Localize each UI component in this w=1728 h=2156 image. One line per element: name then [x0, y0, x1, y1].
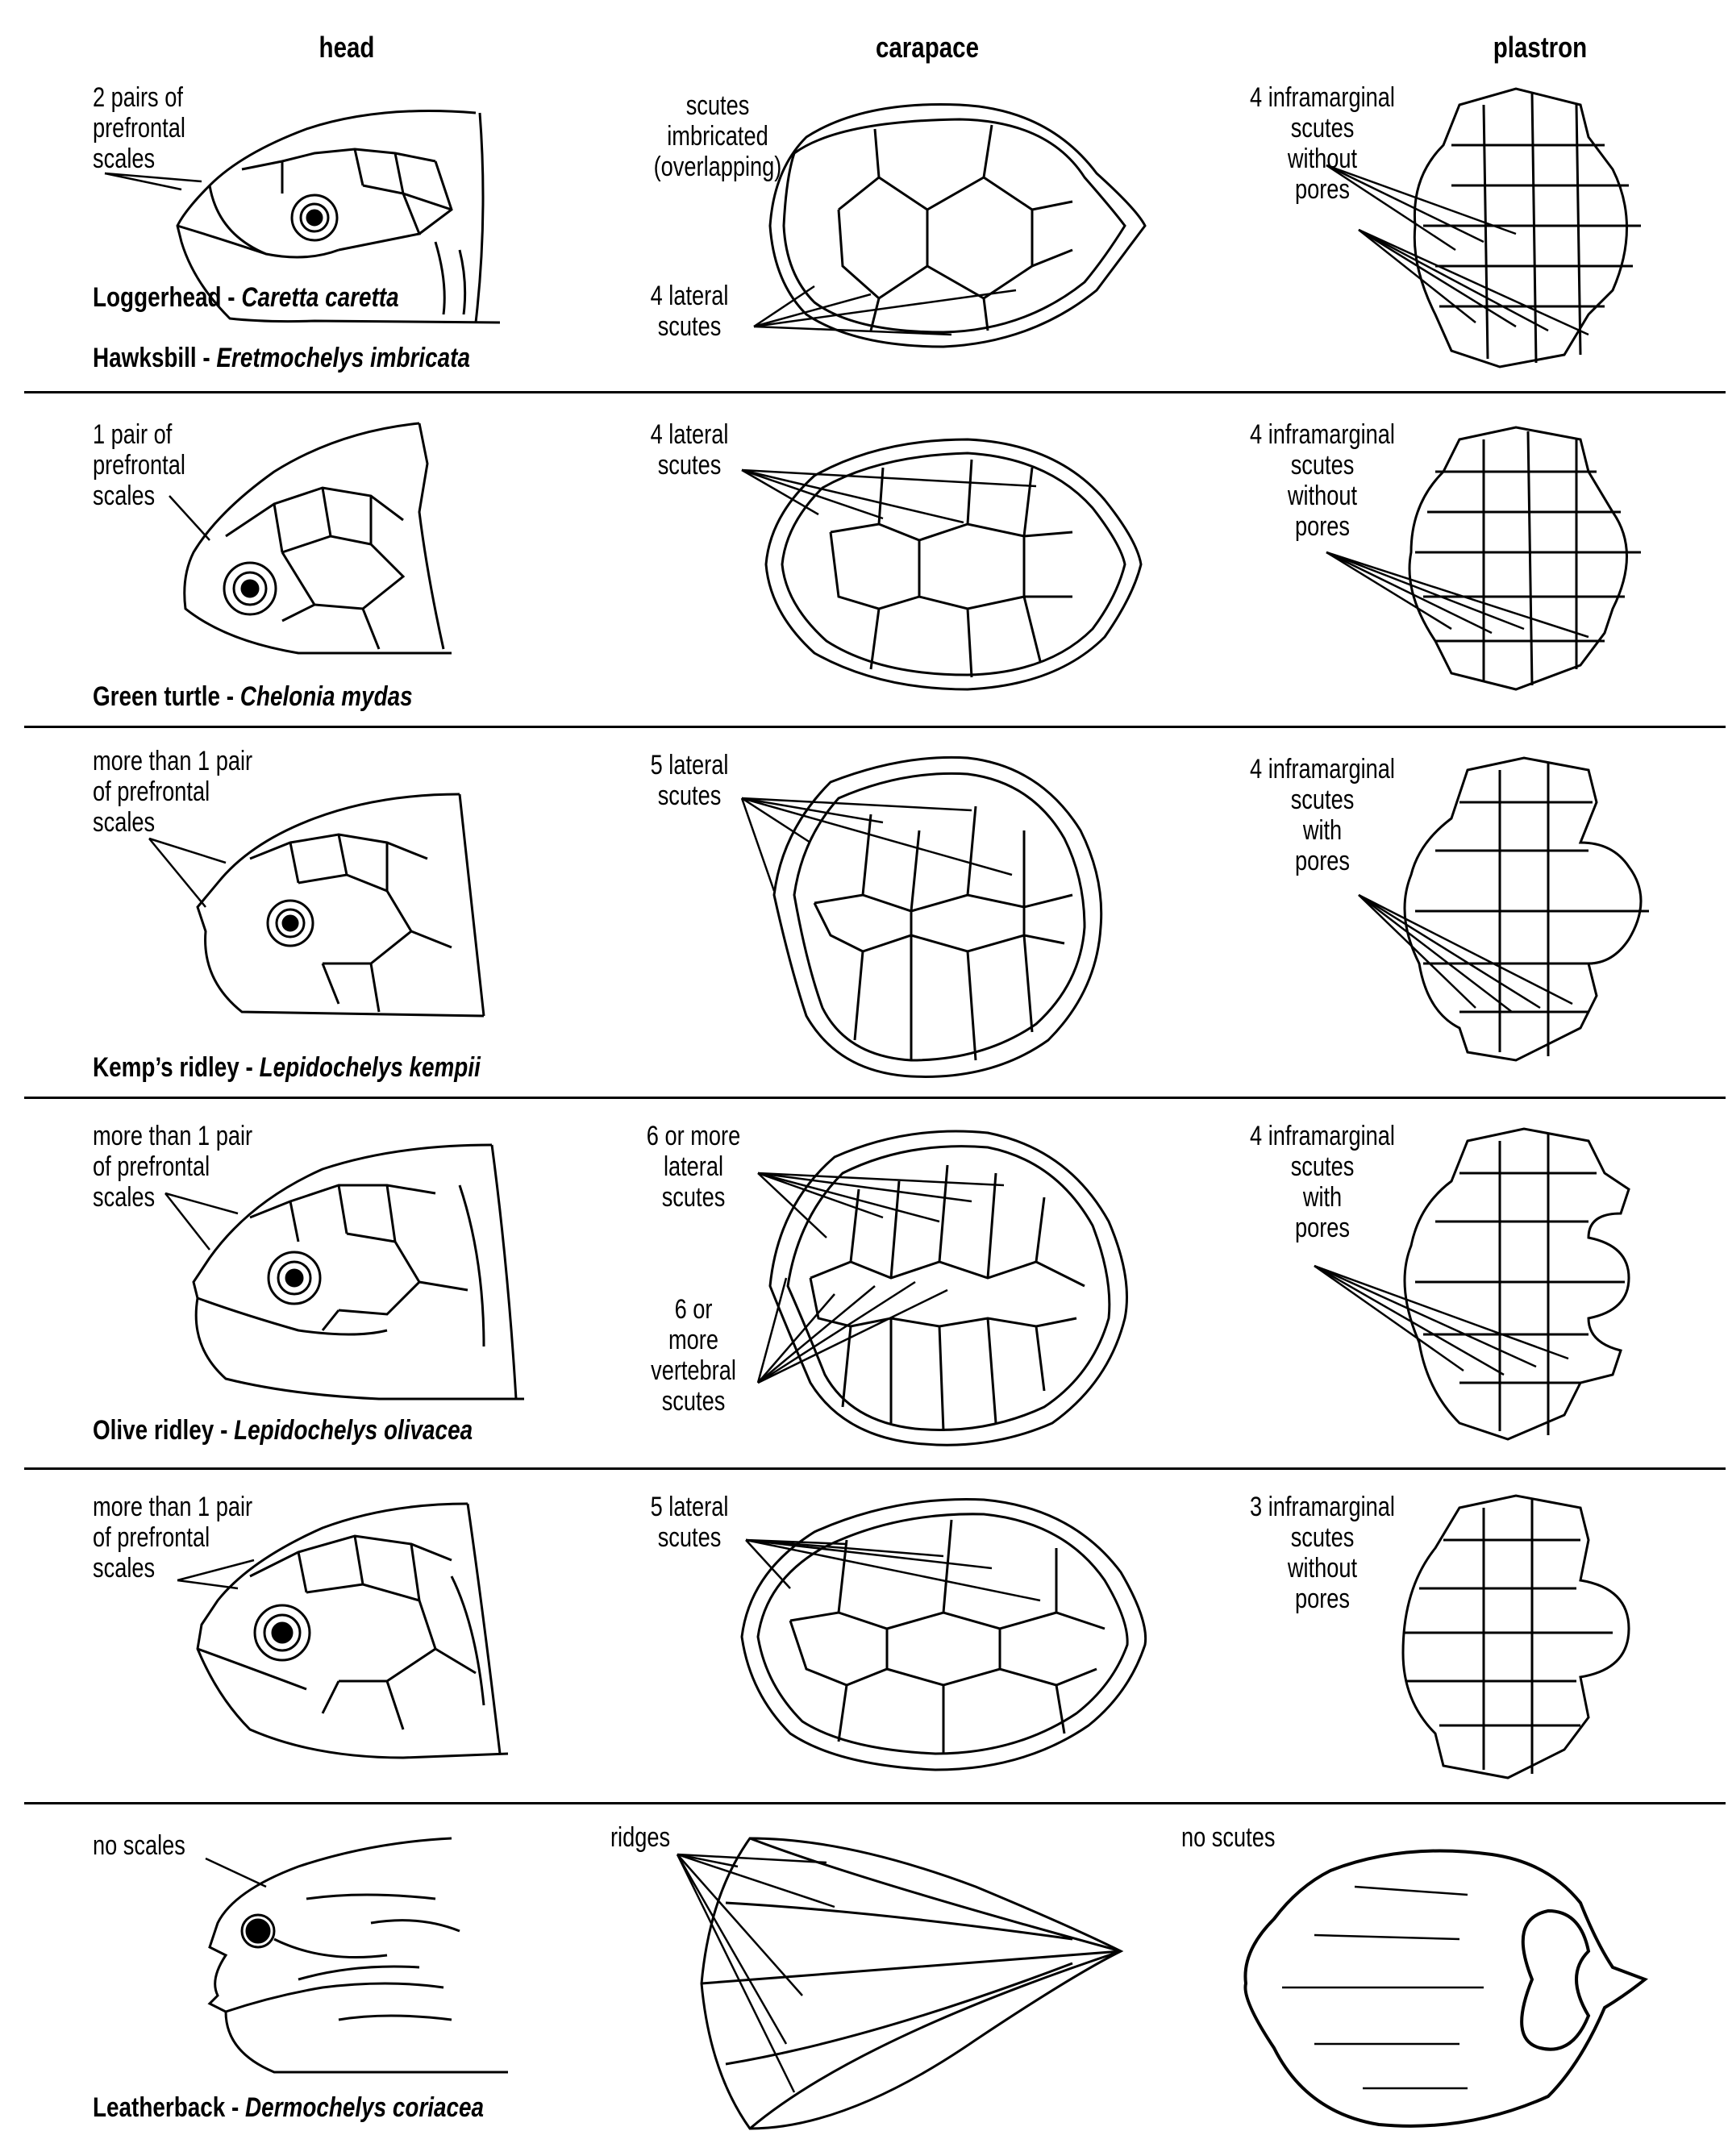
prefrontal-pointer-lines — [161, 1189, 250, 1262]
scientific-name: Lepidochelys kempii — [259, 1052, 481, 1083]
common-name: Hawksbill — [93, 343, 197, 373]
scientific-name: Eretmochelys imbricata — [216, 343, 470, 373]
inframarginal-pointer-lines — [1310, 1262, 1576, 1383]
leatherback-plastron-drawing — [1226, 1838, 1645, 2137]
scientific-name: Dermochelys coriacea — [245, 2092, 485, 2123]
lateral-pointer-lines — [750, 282, 1040, 347]
common-name: Green turtle — [93, 681, 221, 712]
hawksbill-plastron-drawing — [1403, 81, 1653, 371]
kemps-ridley-head-drawing — [194, 786, 500, 1028]
common-name: Loggerhead — [93, 282, 222, 313]
plastron-annotation: 4 inframarginal scutes with pores — [1250, 1121, 1395, 1243]
green-turtle-plastron-drawing — [1387, 423, 1653, 697]
column-header-plastron: plastron — [1493, 31, 1588, 64]
scientific-name: Lepidochelys olivacea — [234, 1415, 473, 1446]
carapace-annotation-vertebral: 6 or more vertebral scutes — [651, 1294, 736, 1417]
species-name: Loggerhead - Caretta caretta — [93, 282, 399, 313]
row-divider — [24, 726, 1726, 728]
species-row-green-turtle: 1 pair of prefrontal scales 4 lateral sc… — [0, 395, 1728, 726]
prefrontal-pointer-lines — [145, 835, 242, 923]
plastron-annotation: no scutes — [1181, 1822, 1276, 1853]
species-name: Kemp’s ridley - Lepidochelys kempii — [93, 1052, 481, 1083]
head-annotation: more than 1 pair of prefrontal scales — [93, 746, 253, 838]
olive-ridley-head-drawing — [177, 1137, 532, 1403]
hawksbill-head-drawing — [169, 97, 508, 331]
no-scales-pointer-line — [202, 1854, 274, 1895]
column-header-head: head — [319, 31, 375, 64]
head-annotation: no scales — [93, 1830, 185, 1861]
kemps-ridley-carapace-drawing — [758, 750, 1105, 1080]
carapace-annotation-imbricated: scutes imbricated (overlapping) — [653, 90, 782, 182]
species-row-leatherback: no scales ridges no scutes — [0, 1806, 1728, 2153]
olive-ridley-plastron-drawing — [1387, 1125, 1661, 1447]
head-annotation: 1 pair of prefrontal scales — [93, 419, 185, 511]
ridges-pointer-lines — [673, 1850, 947, 2100]
carapace-annotation-lateral: 6 or more lateral scutes — [646, 1121, 741, 1213]
head-annotation: more than 1 pair of prefrontal scales — [93, 1492, 253, 1584]
common-name: Kemp’s ridley — [93, 1052, 239, 1083]
scientific-name: Chelonia mydas — [239, 681, 413, 712]
prefrontal-pointer-lines — [173, 1556, 262, 1596]
plastron-annotation: 3 inframarginal scutes without pores — [1250, 1492, 1395, 1614]
species-row-kemps-ridley: more than 1 pair of prefrontal scales 5 … — [0, 730, 1728, 1097]
inframarginal-pointer-lines — [1355, 891, 1580, 1020]
plastron-annotation: 4 inframarginal scutes without pores — [1250, 82, 1395, 205]
loggerhead-plastron-drawing — [1371, 1492, 1645, 1790]
common-name: Olive ridley — [93, 1415, 214, 1446]
loggerhead-carapace-drawing — [726, 1492, 1153, 1774]
kemps-ridley-plastron-drawing — [1387, 754, 1661, 1076]
row-divider — [24, 1097, 1726, 1099]
species-row-hawksbill: 2 pairs of prefrontal scales scutes imbr… — [0, 0, 1728, 391]
loggerhead-head-drawing — [194, 1496, 516, 1762]
plastron-annotation: 4 inframarginal scutes with pores — [1250, 754, 1395, 876]
head-annotation: more than 1 pair of prefrontal scales — [93, 1121, 253, 1213]
species-name: Green turtle - Chelonia mydas — [93, 681, 413, 712]
green-turtle-carapace-drawing — [750, 435, 1145, 693]
carapace-annotation-lateral: 4 lateral scutes — [650, 281, 729, 342]
carapace-annotation-ridges: ridges — [610, 1822, 671, 1853]
carapace-annotation-lateral: 5 lateral scutes — [650, 750, 729, 811]
head-annotation: 2 pairs of prefrontal scales — [93, 82, 185, 174]
row-divider — [24, 1467, 1726, 1470]
carapace-annotation-lateral: 4 lateral scutes — [650, 419, 729, 481]
inframarginal-pointer-lines — [1355, 226, 1597, 347]
inframarginal-pointer-lines — [1322, 548, 1605, 645]
row-divider — [24, 1802, 1726, 1804]
olive-ridley-carapace-drawing — [754, 1125, 1133, 1447]
leatherback-head-drawing — [177, 1834, 516, 2076]
vertebral-pointer-lines — [754, 1270, 964, 1391]
scientific-name: Caretta caretta — [241, 282, 399, 313]
prefrontal-pointer-lines — [165, 492, 246, 556]
species-name: Olive ridley - Lepidochelys olivacea — [93, 1415, 473, 1446]
lateral-pointer-lines — [738, 466, 1060, 555]
carapace-annotation-lateral: 5 lateral scutes — [650, 1492, 729, 1553]
row-divider — [24, 391, 1726, 393]
species-name: Leatherback - Dermochelys coriacea — [93, 2092, 485, 2123]
species-row-loggerhead: more than 1 pair of prefrontal scales 5 … — [0, 1471, 1728, 1802]
plastron-annotation: 4 inframarginal scutes without pores — [1250, 419, 1395, 542]
hawksbill-carapace-drawing — [758, 97, 1153, 355]
lateral-pointer-lines — [754, 1169, 1028, 1250]
lateral-pointer-lines — [738, 794, 1028, 907]
lateral-pointer-lines — [742, 1536, 1048, 1609]
species-name: Hawksbill - Eretmochelys imbricata — [93, 343, 470, 373]
green-turtle-head-drawing — [177, 415, 460, 657]
inframarginal-pointer-lines — [1322, 161, 1540, 258]
common-name: Leatherback — [93, 2092, 226, 2123]
leatherback-carapace-drawing — [669, 1830, 1129, 2137]
prefrontal-pointer-lines — [101, 165, 206, 198]
species-row-olive-ridley: more than 1 pair of prefrontal scales 6 … — [0, 1101, 1728, 1467]
column-header-carapace: carapace — [875, 31, 980, 64]
